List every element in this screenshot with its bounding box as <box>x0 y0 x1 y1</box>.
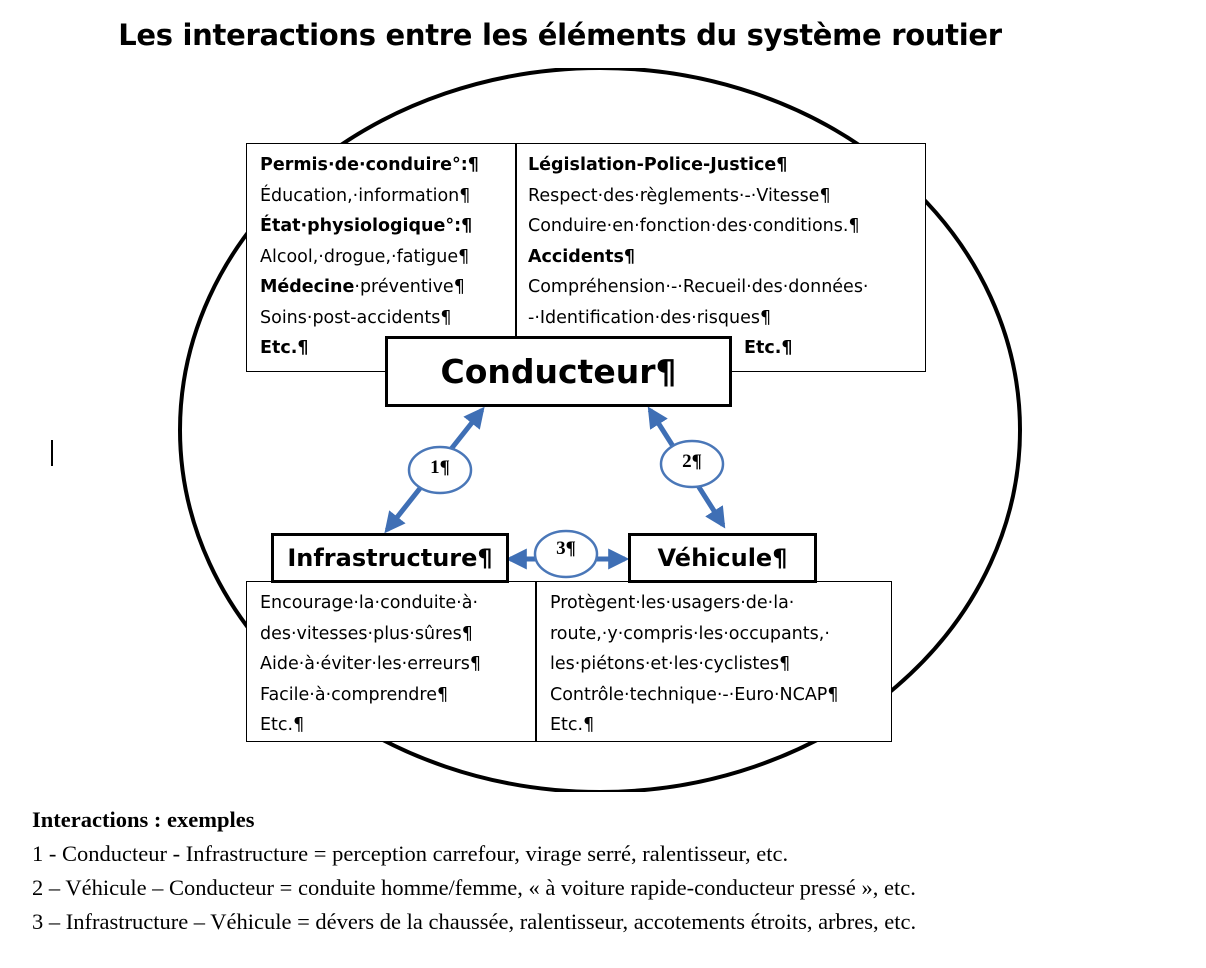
badge-circle-2 <box>659 439 725 489</box>
driver-left-line-text: Soins·post-accidents¶ <box>260 307 452 328</box>
driver-left-line: Alcool,·drogue,·fatigue¶ <box>260 242 479 273</box>
driver-left-line-tail: ·préventive¶ <box>354 277 465 297</box>
driver-left-line-text: Médecine <box>260 277 355 297</box>
diagram-title: Les interactions entre les éléments du s… <box>118 18 1002 52</box>
driver-left-line-text: Permis·de·conduire°:¶ <box>260 155 479 175</box>
driver-left-line-text: État·physiologique°:¶ <box>260 216 473 236</box>
driver-right-column: Législation-Police-Justice¶ Respect·des·r… <box>528 150 869 333</box>
driver-left-line: Éducation,·information¶ <box>260 181 479 212</box>
driver-right-line-text: Respect·des·règlements·-·Vitesse¶ <box>528 185 831 206</box>
badge-circle-1 <box>407 445 473 495</box>
driver-left-line: Médecine·préventive¶ <box>260 272 479 303</box>
node-vehicule: Véhicule¶ <box>628 533 817 583</box>
driver-right-line: Conduire·en·fonction·des·conditions.¶ <box>528 211 869 242</box>
driver-right-line-text: Accidents¶ <box>528 246 636 267</box>
infra-factors-text: Encourage·la·conduite·à· des·vitesses·plu… <box>260 588 481 741</box>
driver-right-line-text: -·Identification·des·risques¶ <box>528 307 772 328</box>
infra-line: des·vitesses·plus·sûres¶ <box>260 623 473 644</box>
legend-item-1: 1 - Conducteur - Infrastructure = percep… <box>32 841 789 866</box>
infra-line: Aide·à·éviter·les·erreurs¶ <box>260 654 482 674</box>
infra-line: Facile·à·comprendre¶ <box>260 684 449 705</box>
infra-line: Encourage·la·conduite·à· <box>260 593 479 613</box>
vehicle-line: Etc.¶ <box>550 715 595 735</box>
infra-line: Etc.¶ <box>260 715 305 735</box>
system-ellipse <box>178 68 1022 792</box>
vehicle-line: route,·y·compris·les·occupants,· <box>550 623 830 644</box>
vehicle-factors-text: Protègent·les·usagers·de·la· route,·y·com… <box>550 588 839 741</box>
node-conducteur: Conducteur¶ <box>385 336 732 407</box>
driver-right-line: Accidents¶ <box>528 242 869 273</box>
text-cursor <box>51 440 53 466</box>
driver-right-line: Respect·des·règlements·-·Vitesse¶ <box>528 181 869 212</box>
driver-left-line-text: Éducation,·information¶ <box>260 185 471 206</box>
driver-right-line-text: Législation-Police-Justice¶ <box>528 155 788 175</box>
badge-label-3: 3¶ <box>556 538 576 559</box>
vehicle-line: Contrôle·technique·-·Euro·NCAP¶ <box>550 684 839 705</box>
driver-box-divider <box>515 144 517 371</box>
driver-left-line-text: Etc.¶ <box>260 338 309 358</box>
driver-factors-box <box>246 143 926 372</box>
driver-left-line: Permis·de·conduire°:¶ <box>260 150 479 181</box>
interactions-legend: Interactions : exemples 1 - Conducteur -… <box>32 803 916 939</box>
legend-item-3: 3 – Infrastructure – Véhicule = dévers d… <box>32 909 917 934</box>
driver-left-line: Soins·post-accidents¶ <box>260 303 479 334</box>
badge-label-2: 2¶ <box>682 451 702 472</box>
legend-item-2: 2 – Véhicule – Conducteur = conduite hom… <box>32 875 916 900</box>
vehicle-line: les·piétons·et·les·cyclistes¶ <box>550 654 791 674</box>
badge-label-1: 1¶ <box>430 457 450 478</box>
driver-left-line: Etc.¶ <box>260 333 479 364</box>
legend-heading: Interactions : exemples <box>32 807 255 832</box>
driver-right-line: Législation-Police-Justice¶ <box>528 150 869 181</box>
driver-right-etc: Etc.¶ <box>744 338 793 358</box>
node-infrastructure: Infrastructure¶ <box>271 533 509 583</box>
driver-left-line-text: Alcool,·drogue,·fatigue¶ <box>260 246 470 267</box>
driver-right-line: -·Identification·des·risques¶ <box>528 303 869 334</box>
driver-right-line-text: Conduire·en·fonction·des·conditions.¶ <box>528 216 860 236</box>
driver-right-line-text: Compréhension·-·Recueil·des·données· <box>528 277 869 297</box>
infra-vehicle-box <box>246 581 892 742</box>
driver-left-line: État·physiologique°:¶ <box>260 211 479 242</box>
bottom-box-divider <box>535 582 537 741</box>
vehicle-line: Protègent·les·usagers·de·la· <box>550 593 795 613</box>
driver-right-line: Compréhension·-·Recueil·des·données· <box>528 272 869 303</box>
badge-circle-3 <box>533 529 599 579</box>
driver-left-column: Permis·de·conduire°:¶ Éducation,·informat… <box>260 150 479 364</box>
